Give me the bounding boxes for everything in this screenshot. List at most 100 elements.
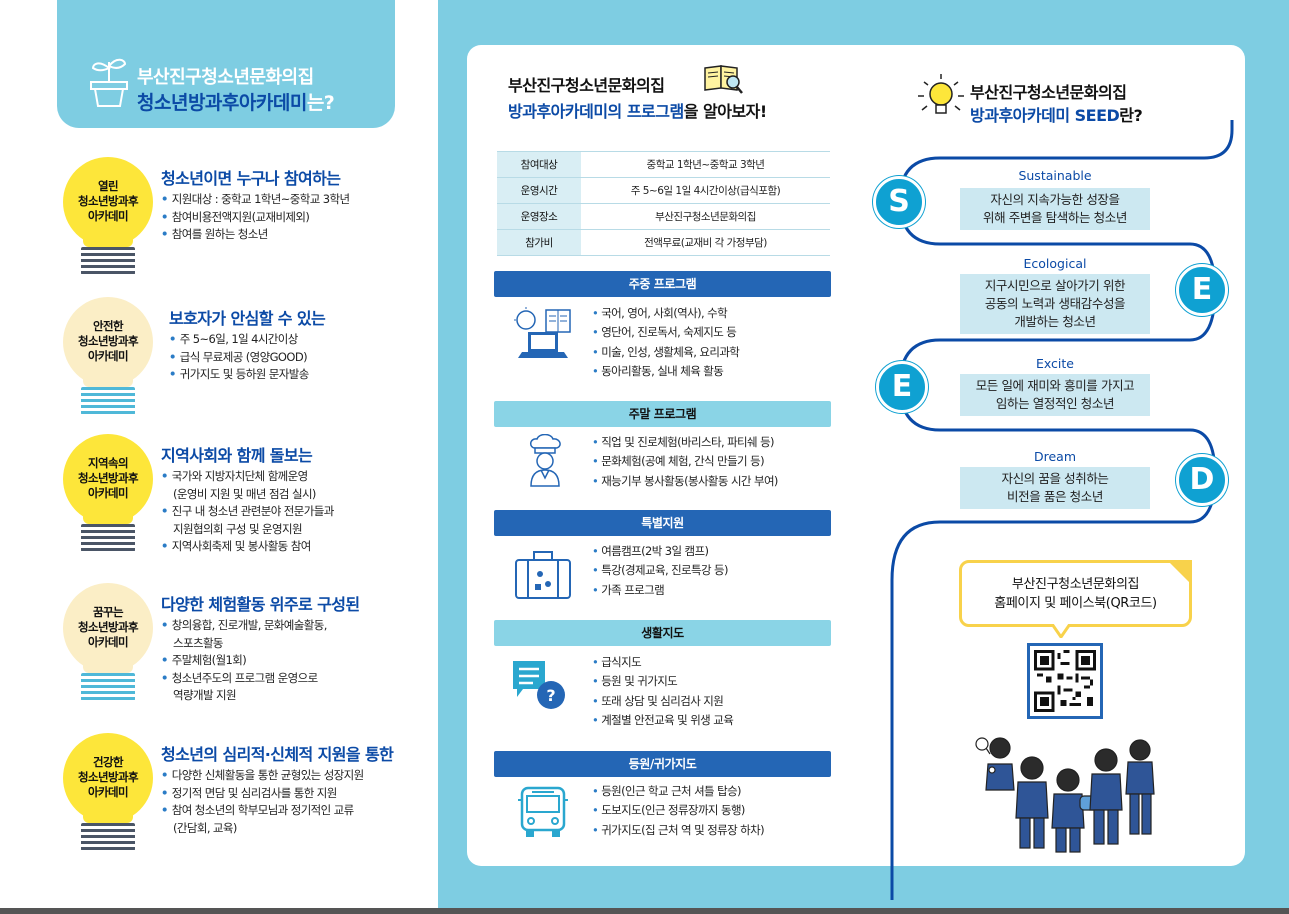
section-title: 청소년이면 누구나 참여하는 [161,169,341,188]
list-item: •가족 프로그램 [592,582,665,597]
seed-letter-s: S [873,176,925,228]
left-header: 부산진구청소년문화의집 청소년방과후아카데미는? [57,0,395,128]
list-item: •여름캠프(2박 3일 캠프) [592,544,709,558]
seed-letter-d: D [1176,454,1228,506]
list-item: 지원협의회 구성 및 운영지원 [173,521,303,536]
list-item: •등원 및 귀가지도 [592,674,678,689]
sprout-pot-icon [90,58,128,107]
section-list: •주 5~6일, 1일 4시간이상 •급식 무료제공 (영양GOOD) •귀가지… [169,331,309,384]
seed-name-sustainable: Sustainable [1018,168,1092,183]
chat-question-icon: ? [513,661,565,709]
seed-name-dream: Dream [1033,449,1077,464]
list-item: •직업 및 진로체험(바리스타, 파티쉐 등) [592,435,775,449]
chef-icon [530,434,561,487]
section-title: 지역사회와 함께 돌보는 [161,446,313,465]
middle-title-line1: 부산진구청소년문화의집 [508,76,665,95]
list-item: •국가와 지방자치단체 함께운영 [161,469,308,483]
callout-tail [1052,624,1070,638]
list-item: •주말체험(월1회) [161,653,247,667]
section-list: •국가와 지방자치단체 함께운영 (운영비 지원 및 매년 점검 실시) •진구… [161,468,334,556]
list-item: (운영비 지원 및 매년 점검 실시) [173,486,316,501]
bus-icon [518,786,568,837]
section-title: 다양한 체험활동 위주로 구성된 [161,595,360,614]
section-title: 청소년의 심리적·신체적 지원을 통한 [161,745,394,764]
list-item: •진구 내 청소년 관련분야 전문가들과 [161,504,334,518]
list-item: •특강(경제교육, 진로특강 등) [592,563,729,578]
list-item: •국어, 영어, 사회(역사), 수학 [592,306,728,320]
list-item: •지원대상 : 중학교 1학년~중학교 3학년 [161,192,350,206]
program-bar-weekend: 주말 프로그램 [494,401,831,427]
list-item: •청소년주도의 프로그램 운영으로 [161,670,318,685]
section-list: •지원대상 : 중학교 1학년~중학교 3학년 •참여비용전액지원(교재비제외)… [161,191,350,244]
list-item: •또래 상담 및 심리검사 지원 [592,693,724,708]
list-item: •귀가지도 및 등하원 문자발송 [169,367,309,381]
list-item: (간담회, 교육) [173,820,237,835]
list-item: •급식 무료제공 (영양GOOD) [169,349,308,364]
book-magnifier-icon [704,65,743,94]
right-title-line2: 방과후아카데미 SEED란? [970,106,1143,125]
list-item: 스포츠활동 [173,635,224,650]
middle-title-line2: 방과후아카데미의 프로그램을 알아보자! [508,102,767,121]
list-item: •영단어, 진로독서, 숙제지도 등 [592,325,737,340]
bottom-edge [0,908,1289,914]
svg-text:?: ? [546,686,555,705]
program-bar-weekday: 주중 프로그램 [494,271,831,297]
list-item: •주 5~6일, 1일 4시간이상 [169,332,298,346]
list-item: •참여비용전액지원(교재비제외) [161,209,310,224]
lightbulb-icon [918,74,964,114]
students-illustration [975,737,1155,853]
program-bar-special: 특별지원 [494,510,831,536]
seed-letter-e-excite: E [876,361,928,413]
list-item: •참여를 원하는 청소년 [161,227,268,241]
program-list-weekday: •국어, 영어, 사회(역사), 수학 •영단어, 진로독서, 숙제지도 등 •… [592,304,740,382]
callout-fold-corner [1167,560,1192,585]
program-bar-guidance: 생활지도 [494,620,831,646]
right-title-line1: 부산진구청소년문화의집 [970,83,1127,102]
qr-code-image[interactable] [1027,643,1103,719]
program-list-guidance: •급식지도 •등원 및 귀가지도 •또래 상담 및 심리검사 지원 •계절별 안… [592,653,734,731]
program-list-weekend: •직업 및 진로체험(바리스타, 파티쉐 등) •문화체험(공예 체험, 간식 … [592,433,778,491]
section-list: •창의융합, 진로개발, 문화예술활동, 스포츠활동 •주말체험(월1회) •청… [161,617,327,705]
list-item: •급식지도 [592,655,642,669]
list-item: •계절별 안전교육 및 위생 교육 [592,713,734,728]
list-item: •재능기부 봉사활동(봉사활동 시간 부여) [592,473,778,488]
list-item: •도보지도(인근 정류장까지 동행) [592,803,745,818]
list-item: •동아리활동, 실내 체육 활동 [592,364,724,379]
list-item: •문화체험(공예 체험, 간식 만들기 등) [592,454,765,469]
list-item: •다양한 신체활동을 통한 균형있는 성장지원 [161,768,364,782]
list-item: 역량개발 지원 [173,688,237,702]
list-item: •지역사회축제 및 봉사활동 참여 [161,539,311,553]
seed-name-ecological: Ecological [1023,256,1087,271]
program-bar-commute: 등원/귀가지도 [494,751,831,777]
list-item: •참여 청소년의 학부모님과 정기적인 교류 [161,803,354,817]
list-item: •창의융합, 진로개발, 문화예술활동, [161,618,327,632]
laptop-bulb-book-icon [514,307,571,358]
program-list-special: •여름캠프(2박 3일 캠프) •특강(경제교육, 진로특강 등) •가족 프로… [592,542,729,600]
list-item: •정기적 면담 및 심리검사를 통한 지원 [161,785,337,800]
section-list: •다양한 신체활동을 통한 균형있는 성장지원 •정기적 면담 및 심리검사를 … [161,767,364,837]
list-item: •미술, 인성, 생활체육, 요리과학 [592,344,740,359]
left-header-line1: 부산진구청소년문화의집 [137,67,314,88]
left-header-line2: 청소년방과후아카데미는? [137,92,335,114]
list-item: •등원(인근 학교 근처 셔틀 탑승) [592,784,742,798]
suitcase-icon [515,551,571,599]
seed-name-excite: Excite [1035,356,1074,371]
program-list-commute: •등원(인근 학교 근처 셔틀 탑승) •도보지도(인근 정류장까지 동행) •… [592,782,765,840]
list-item: •귀가지도(집 근처 역 및 정류장 하차) [592,822,765,837]
seed-letter-e-ecological: E [1176,264,1228,316]
section-title: 보호자가 안심할 수 있는 [169,309,326,328]
